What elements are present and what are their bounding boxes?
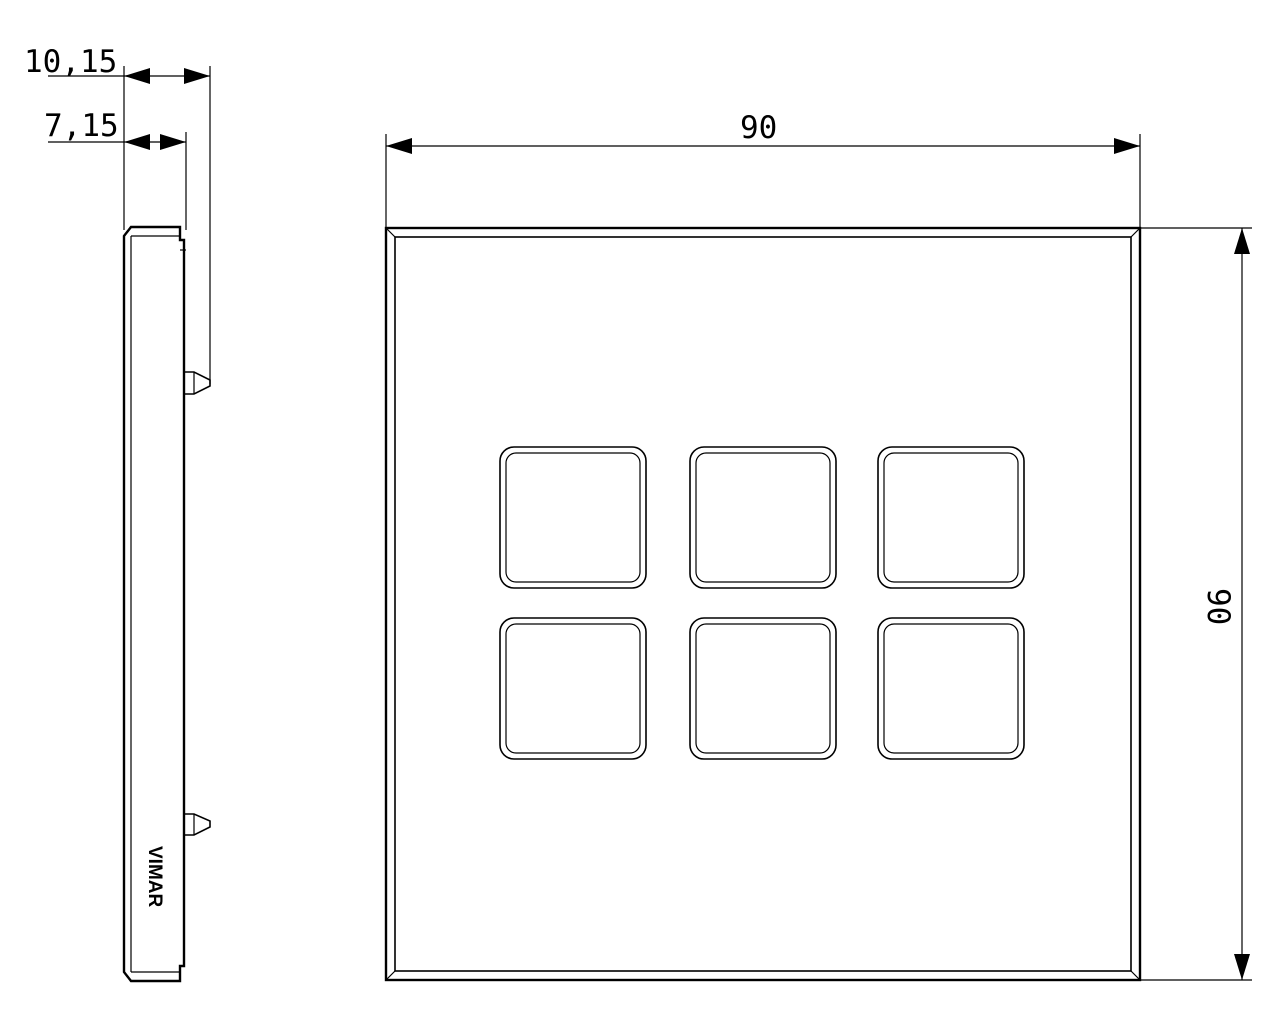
arrow-head: [1114, 138, 1140, 154]
cover-plate-outer: [384, 226, 1142, 982]
corner-chamfer: [1130, 970, 1141, 981]
button-key-inner: [695, 452, 831, 583]
arrow-head: [184, 68, 210, 84]
corner-chamfer: [385, 227, 396, 238]
dimension-label-width: 90: [740, 110, 777, 146]
side-view: 10,15 7,15 VIMAR: [24, 44, 211, 983]
arrow-head: [386, 138, 412, 154]
corner-chamfer: [385, 970, 396, 981]
button-key-outline: [689, 617, 837, 760]
button-key-outline: [689, 446, 837, 589]
snap-clip-upper: [184, 371, 211, 395]
arrow-head: [1234, 228, 1250, 254]
dimension-label-overall-depth: 10,15: [24, 44, 117, 80]
corner-chamfer: [1130, 227, 1141, 238]
button-key-inner: [883, 452, 1019, 583]
arrow-head: [1234, 954, 1250, 980]
button-key-outline: [499, 446, 647, 589]
snap-clip-lower: [184, 813, 211, 836]
button-key-inner: [883, 623, 1019, 754]
button-key-outline: [877, 446, 1025, 589]
button-key-inner: [505, 452, 641, 583]
button-grid: [499, 446, 1025, 760]
arrow-head: [124, 68, 150, 84]
button-key-inner: [695, 623, 831, 754]
dimension-label-plate-depth: 7,15: [44, 108, 119, 144]
arrow-head: [160, 134, 186, 150]
cover-plate-inner: [394, 236, 1132, 972]
vimar-logo: VIMAR: [144, 846, 165, 908]
front-view: 90 90: [384, 110, 1252, 982]
plate-side-profile: [122, 225, 186, 983]
button-key-outline: [499, 617, 647, 760]
button-key-outline: [877, 617, 1025, 760]
dimension-label-height: 90: [1200, 588, 1236, 625]
button-key-inner: [505, 623, 641, 754]
arrow-head: [124, 134, 150, 150]
